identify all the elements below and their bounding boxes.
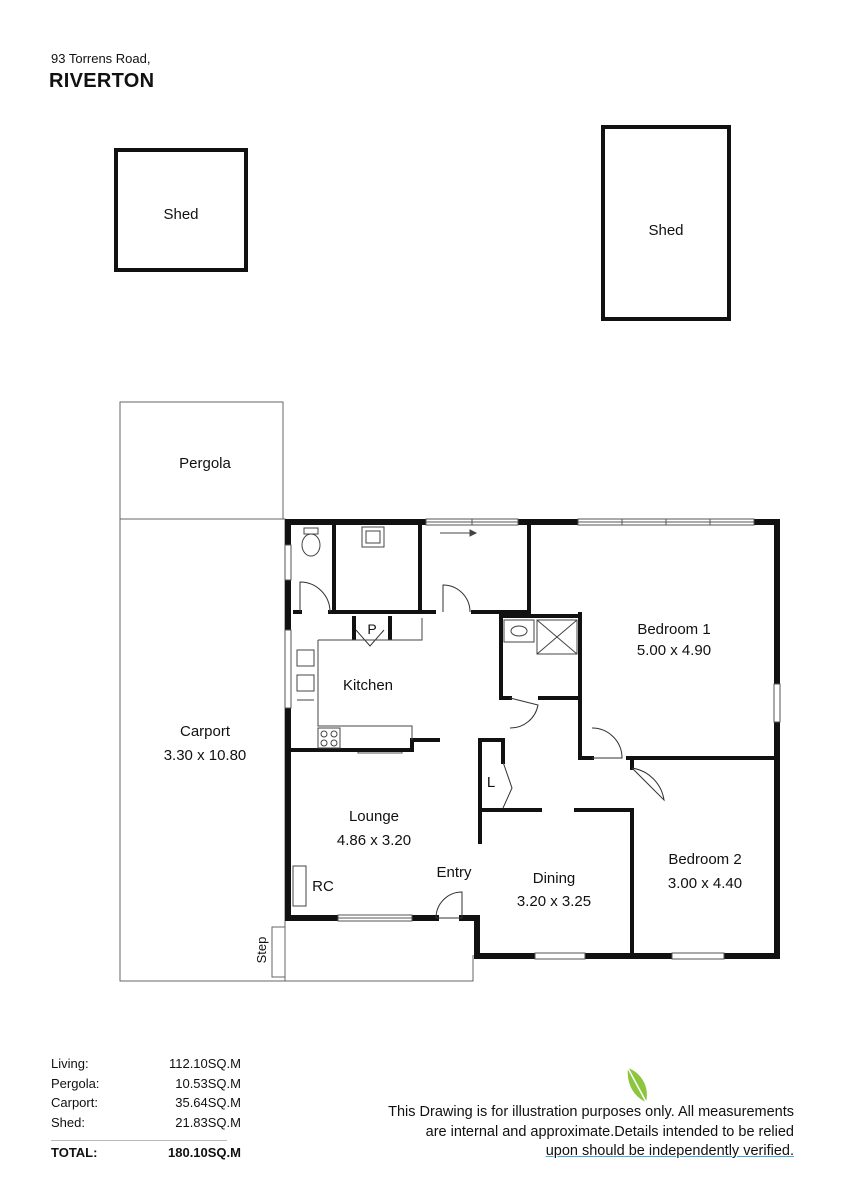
bedroom2-label: Bedroom 2 [668, 851, 741, 868]
entry-label: Entry [436, 864, 472, 881]
address-street: 93 Torrens Road, [51, 51, 151, 66]
bedroom2-dims: 3.00 x 4.40 [668, 875, 742, 892]
leaf-icon [620, 1064, 654, 1113]
shed-right [601, 125, 731, 321]
shed-left [114, 148, 248, 272]
lounge-dims: 4.86 x 3.20 [337, 832, 411, 849]
area-row-shed: Shed: 21.83SQ.M [51, 1115, 241, 1135]
carport-label: Carport [180, 723, 231, 740]
total-divider [51, 1140, 227, 1141]
linen-label: L [487, 774, 495, 791]
lounge-label: Lounge [349, 808, 399, 825]
shed-left-label: Shed [163, 206, 198, 223]
interior-walls [290, 520, 779, 958]
area-row-pergola: Pergola: 10.53SQ.M [51, 1076, 241, 1096]
address-suburb: RIVERTON [49, 70, 155, 92]
area-label: Pergola: [51, 1075, 100, 1091]
step [271, 926, 286, 978]
area-row-living: Living: 112.10SQ.M [51, 1056, 241, 1076]
pergola-label: Pergola [179, 455, 231, 472]
area-label: Carport: [51, 1095, 98, 1110]
area-row-total: TOTAL: 180.10SQ.M [51, 1145, 241, 1165]
carport-dims: 3.30 x 10.80 [164, 747, 247, 764]
pantry-label: P [367, 621, 376, 637]
dining-dims: 3.20 x 3.25 [517, 893, 591, 910]
area-schedule: Living: 112.10SQ.M Pergola: 10.53SQ.M Ca… [51, 1056, 241, 1165]
rc-label: RC [312, 878, 334, 895]
area-row-carport: Carport: 35.64SQ.M [51, 1095, 241, 1115]
area-value: 10.53SQ.M [175, 1075, 241, 1091]
area-value: 21.83SQ.M [175, 1114, 241, 1130]
total-label: TOTAL: [51, 1145, 98, 1160]
bedroom1-dims: 5.00 x 4.90 [637, 642, 711, 659]
kitchen-label: Kitchen [343, 677, 393, 694]
exterior-walls [285, 519, 780, 959]
porch-outline [284, 925, 474, 982]
area-label: Shed: [51, 1114, 85, 1130]
fixtures [292, 526, 578, 907]
disclaimer-line-2: are internal and approximate.Details int… [425, 1123, 794, 1140]
shed-right-label: Shed [648, 222, 683, 239]
bedroom1-label: Bedroom 1 [637, 621, 710, 638]
disclaimer: This Drawing is for illustration purpose… [340, 1103, 794, 1162]
area-value: 112.10SQ.M [168, 1056, 241, 1071]
area-label: Living: [51, 1056, 89, 1071]
windows [284, 518, 781, 960]
dining-label: Dining [533, 870, 576, 887]
disclaimer-line-3: upon should be independently verified. [545, 1143, 794, 1159]
area-value: 35.64SQ.M [175, 1095, 241, 1110]
disclaimer-line-1: This Drawing is for illustration purpose… [388, 1104, 794, 1120]
step-label: Step [254, 937, 269, 964]
total-value: 180.10SQ.M [168, 1145, 241, 1160]
doors [299, 581, 665, 919]
